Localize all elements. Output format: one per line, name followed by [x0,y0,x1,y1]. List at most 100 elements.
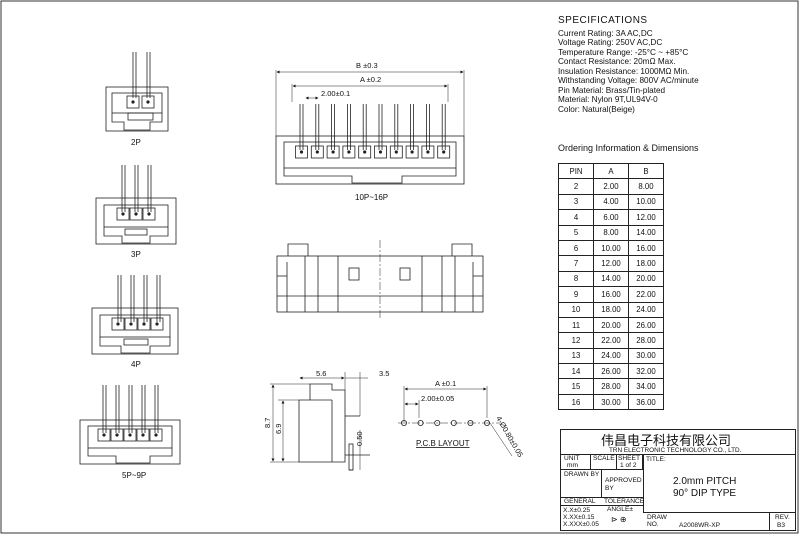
table-cell: 24.00 [628,301,664,318]
table-cell: 8.00 [628,178,664,195]
product-title-line2: 90° DIP TYPE [673,488,737,499]
column-header-pin: PIN [558,162,594,180]
label-3p: 3P [131,250,141,259]
spec-line: Insulation Resistance: 1000MΩ Min. [558,66,690,76]
table-cell: 10.00 [628,193,664,211]
specifications-heading: SPECIFICATIONS [558,15,648,26]
table-cell: 28.00 [628,332,664,349]
connector-5p-9p-view [79,385,181,465]
table-cell: 16.00 [593,286,629,303]
pcb-hole [400,419,407,426]
tolerance-3: X.XXX±0.05 [563,521,599,528]
table-cell: 26.00 [593,363,629,380]
pin-cavity [421,145,435,159]
table-cell: 14.00 [628,224,664,241]
sheet-label: SHEET [618,455,640,462]
table-cell: 34.00 [628,378,664,395]
pin-cavity [374,145,387,159]
table-cell: 15 [558,378,594,395]
spec-line: Current Rating: 3A AC,DC [558,28,653,38]
company-name-en: TRN ELECTRONIC TECHNOLOGY CO., LTD. [609,447,742,454]
dim-side-width-1: 5.6 [316,369,326,378]
rev-value: B3 [777,522,786,529]
unit-label: UNIT [564,455,580,462]
approved-by-label: APPROVED BY [605,477,642,492]
pin-dot [394,150,398,154]
ordering-heading: Ordering Information & Dimensions [558,143,699,153]
angle-label: ANGLE± [607,506,633,513]
dim-pitch: 2.00±0.1 [321,89,350,98]
table-cell: 7 [558,255,594,272]
spec-line: Voltage Rating: 250V AC,DC [558,38,663,47]
connector-2p-view [105,52,169,132]
pcb-layout-title: P.C.B LAYOUT [416,439,470,448]
table-cell: 12 [558,332,594,349]
table-cell: 24.00 [593,347,629,365]
pin-cavity [326,145,340,159]
table-cell: 12.00 [628,209,664,226]
table-cell: 8.00 [593,224,629,241]
table-cell: 2.00 [593,178,629,195]
table-cell: 10 [558,301,594,318]
sheet-value: 1 of 2 [620,462,637,469]
company-name-cn: 伟昌电子科技有限公司 [601,434,732,449]
title-label: TITLE: [646,456,666,463]
table-cell: 30.00 [628,347,664,365]
table-cell: 18.00 [593,301,629,318]
pcb-hole [450,419,457,426]
table-cell: 6.00 [593,209,629,226]
dim-side-pin: 0.50 [355,431,364,446]
pcb-hole [467,419,474,426]
connector-top-view [276,240,484,318]
table-cell: 6 [558,239,594,257]
pin-dot [347,150,351,154]
general-label: GENERAL [564,498,596,505]
connector-4p-view [91,275,179,355]
table-cell: 11 [558,316,594,334]
label-4p: 4P [131,360,141,369]
product-title-line1: 2.0mm PITCH [673,476,737,487]
table-cell: 26.00 [628,316,664,334]
table-cell: 9 [558,286,594,303]
table-cell: 20.00 [593,316,629,334]
table-header-row: PIN A B [558,162,664,180]
pin-dot [378,150,383,154]
pin-cavity [295,145,308,159]
spec-line: Pin Material: Brass/Tin-plated [558,85,666,95]
pin-cavity [310,145,324,159]
table-cell: 5 [558,224,594,241]
pin-dot [315,150,319,154]
title-block: 伟昌电子科技有限公司 TRN ELECTRONIC TECHNOLOGY CO.… [560,429,796,531]
table-cell: 10.00 [593,239,629,257]
specifications-block: SPECIFICATIONS Current Rating: 3A AC,DC … [558,16,699,114]
label-5p-9p: 5P~9P [122,471,146,480]
pin-dot [363,150,367,154]
pin-dot [410,150,414,154]
pin-dot [426,150,430,154]
dim-side-height-2: 6.9 [274,424,283,434]
connector-side-view [270,372,370,471]
draw-no-value: A2008WR-XP [679,522,721,529]
table-cell: 22.00 [628,286,664,303]
dim-side-height-1: 8.7 [263,418,272,428]
dim-b: B ±0.3 [356,61,378,70]
table-cell: 18.00 [628,255,664,272]
dim-side-width-2: 3.5 [379,369,389,378]
table-cell: 36.00 [628,393,664,411]
table-cell: 3 [558,193,594,211]
pcb-dim-a: A ±0.1 [435,379,456,388]
tolerance-2: X.XX±0.15 [563,514,595,521]
pin-cavity [342,145,356,159]
table-cell: 4.00 [593,193,629,211]
